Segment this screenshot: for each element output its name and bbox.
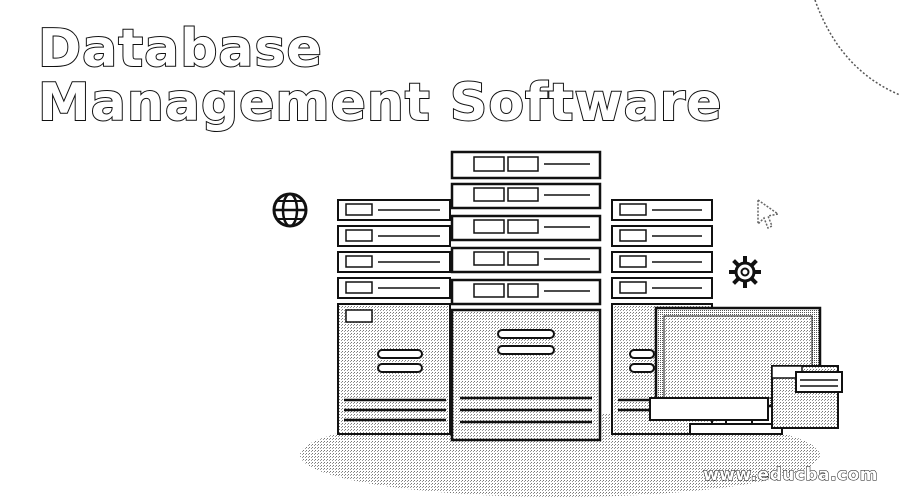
title-line-2: Management Software (37, 73, 723, 133)
folder (771, 365, 843, 429)
decorative-arc (814, 0, 900, 96)
site-watermark: www.educba.com (703, 465, 878, 486)
server-rack-center (450, 150, 602, 442)
server-rack-left (337, 199, 451, 435)
page-title: Database Management Software (37, 19, 723, 133)
cursor-icon (757, 198, 780, 230)
title-line-1: Database (37, 19, 323, 79)
globe-icon (272, 192, 308, 228)
gear-icon (729, 256, 761, 288)
